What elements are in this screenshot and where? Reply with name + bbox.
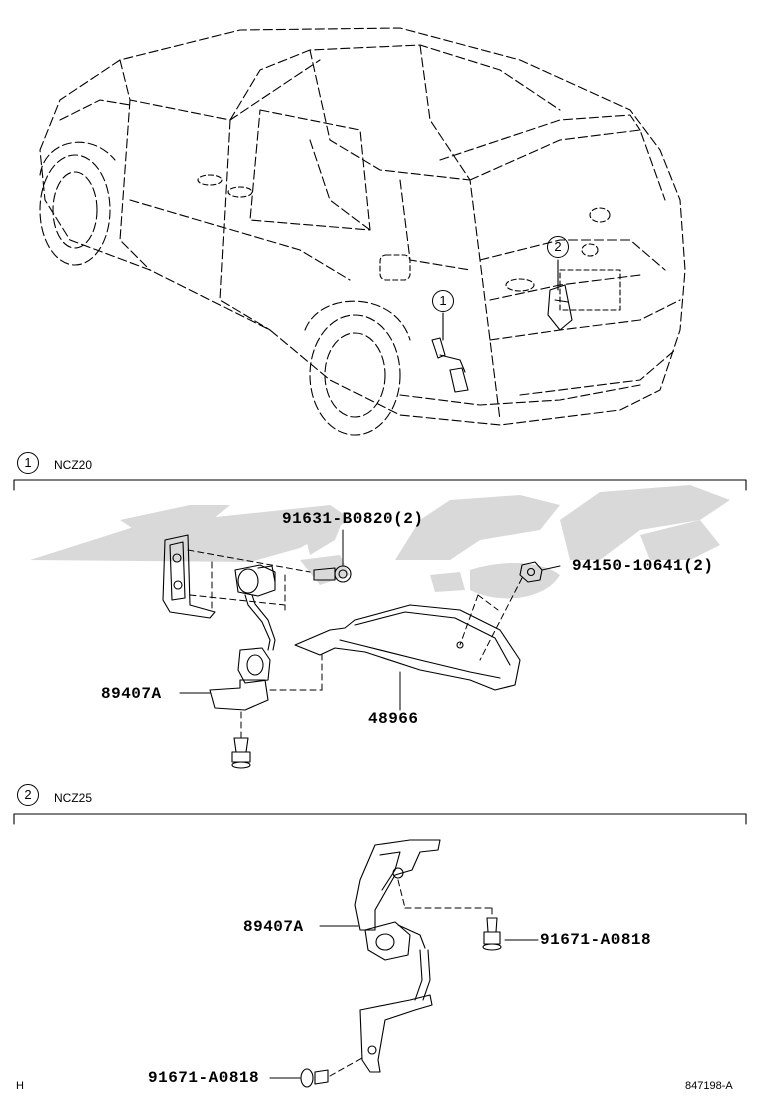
part-label-nut-94150[interactable]: 94150-10641(2) [572, 557, 714, 575]
vehicle-outline [39, 27, 686, 426]
section-1-leaders [179, 529, 561, 711]
section-1-guides [187, 549, 523, 739]
section-1-parts [162, 534, 543, 769]
section-1-number: 1 [17, 452, 39, 474]
section-1-frame [13, 479, 747, 491]
section-2-guides [329, 879, 493, 1077]
part-label-bracket-48966[interactable]: 48966 [368, 710, 419, 728]
section-2-model: NCZ25 [54, 791, 93, 805]
part-label-bolt-91631[interactable]: 91631-B0820(2) [282, 510, 424, 528]
footer-left-code: H [16, 1080, 24, 1092]
part-label-bolt-91671-bottom[interactable]: 91671-A0818 [148, 1069, 260, 1087]
callout-2-circle: 2 [547, 236, 569, 258]
section-2-frame [13, 813, 747, 825]
section-2-leaders [269, 925, 539, 1079]
section-1-model: NCZ20 [54, 458, 93, 472]
section-2-parts [300, 839, 502, 1088]
vehicle-wheels [39, 141, 411, 436]
part-label-bolt-91671-right[interactable]: 91671-A0818 [540, 931, 652, 949]
vehicle-details [197, 174, 621, 311]
callout-1-circle: 1 [432, 290, 454, 312]
part-label-sensor-89407a-ncz25[interactable]: 89407A [243, 918, 304, 936]
diagram-id: 847198-A [685, 1080, 733, 1092]
part-label-sensor-89407a[interactable]: 89407A [101, 685, 162, 703]
vehicle-part-locations [431, 259, 573, 393]
section-2-number: 2 [17, 784, 39, 806]
